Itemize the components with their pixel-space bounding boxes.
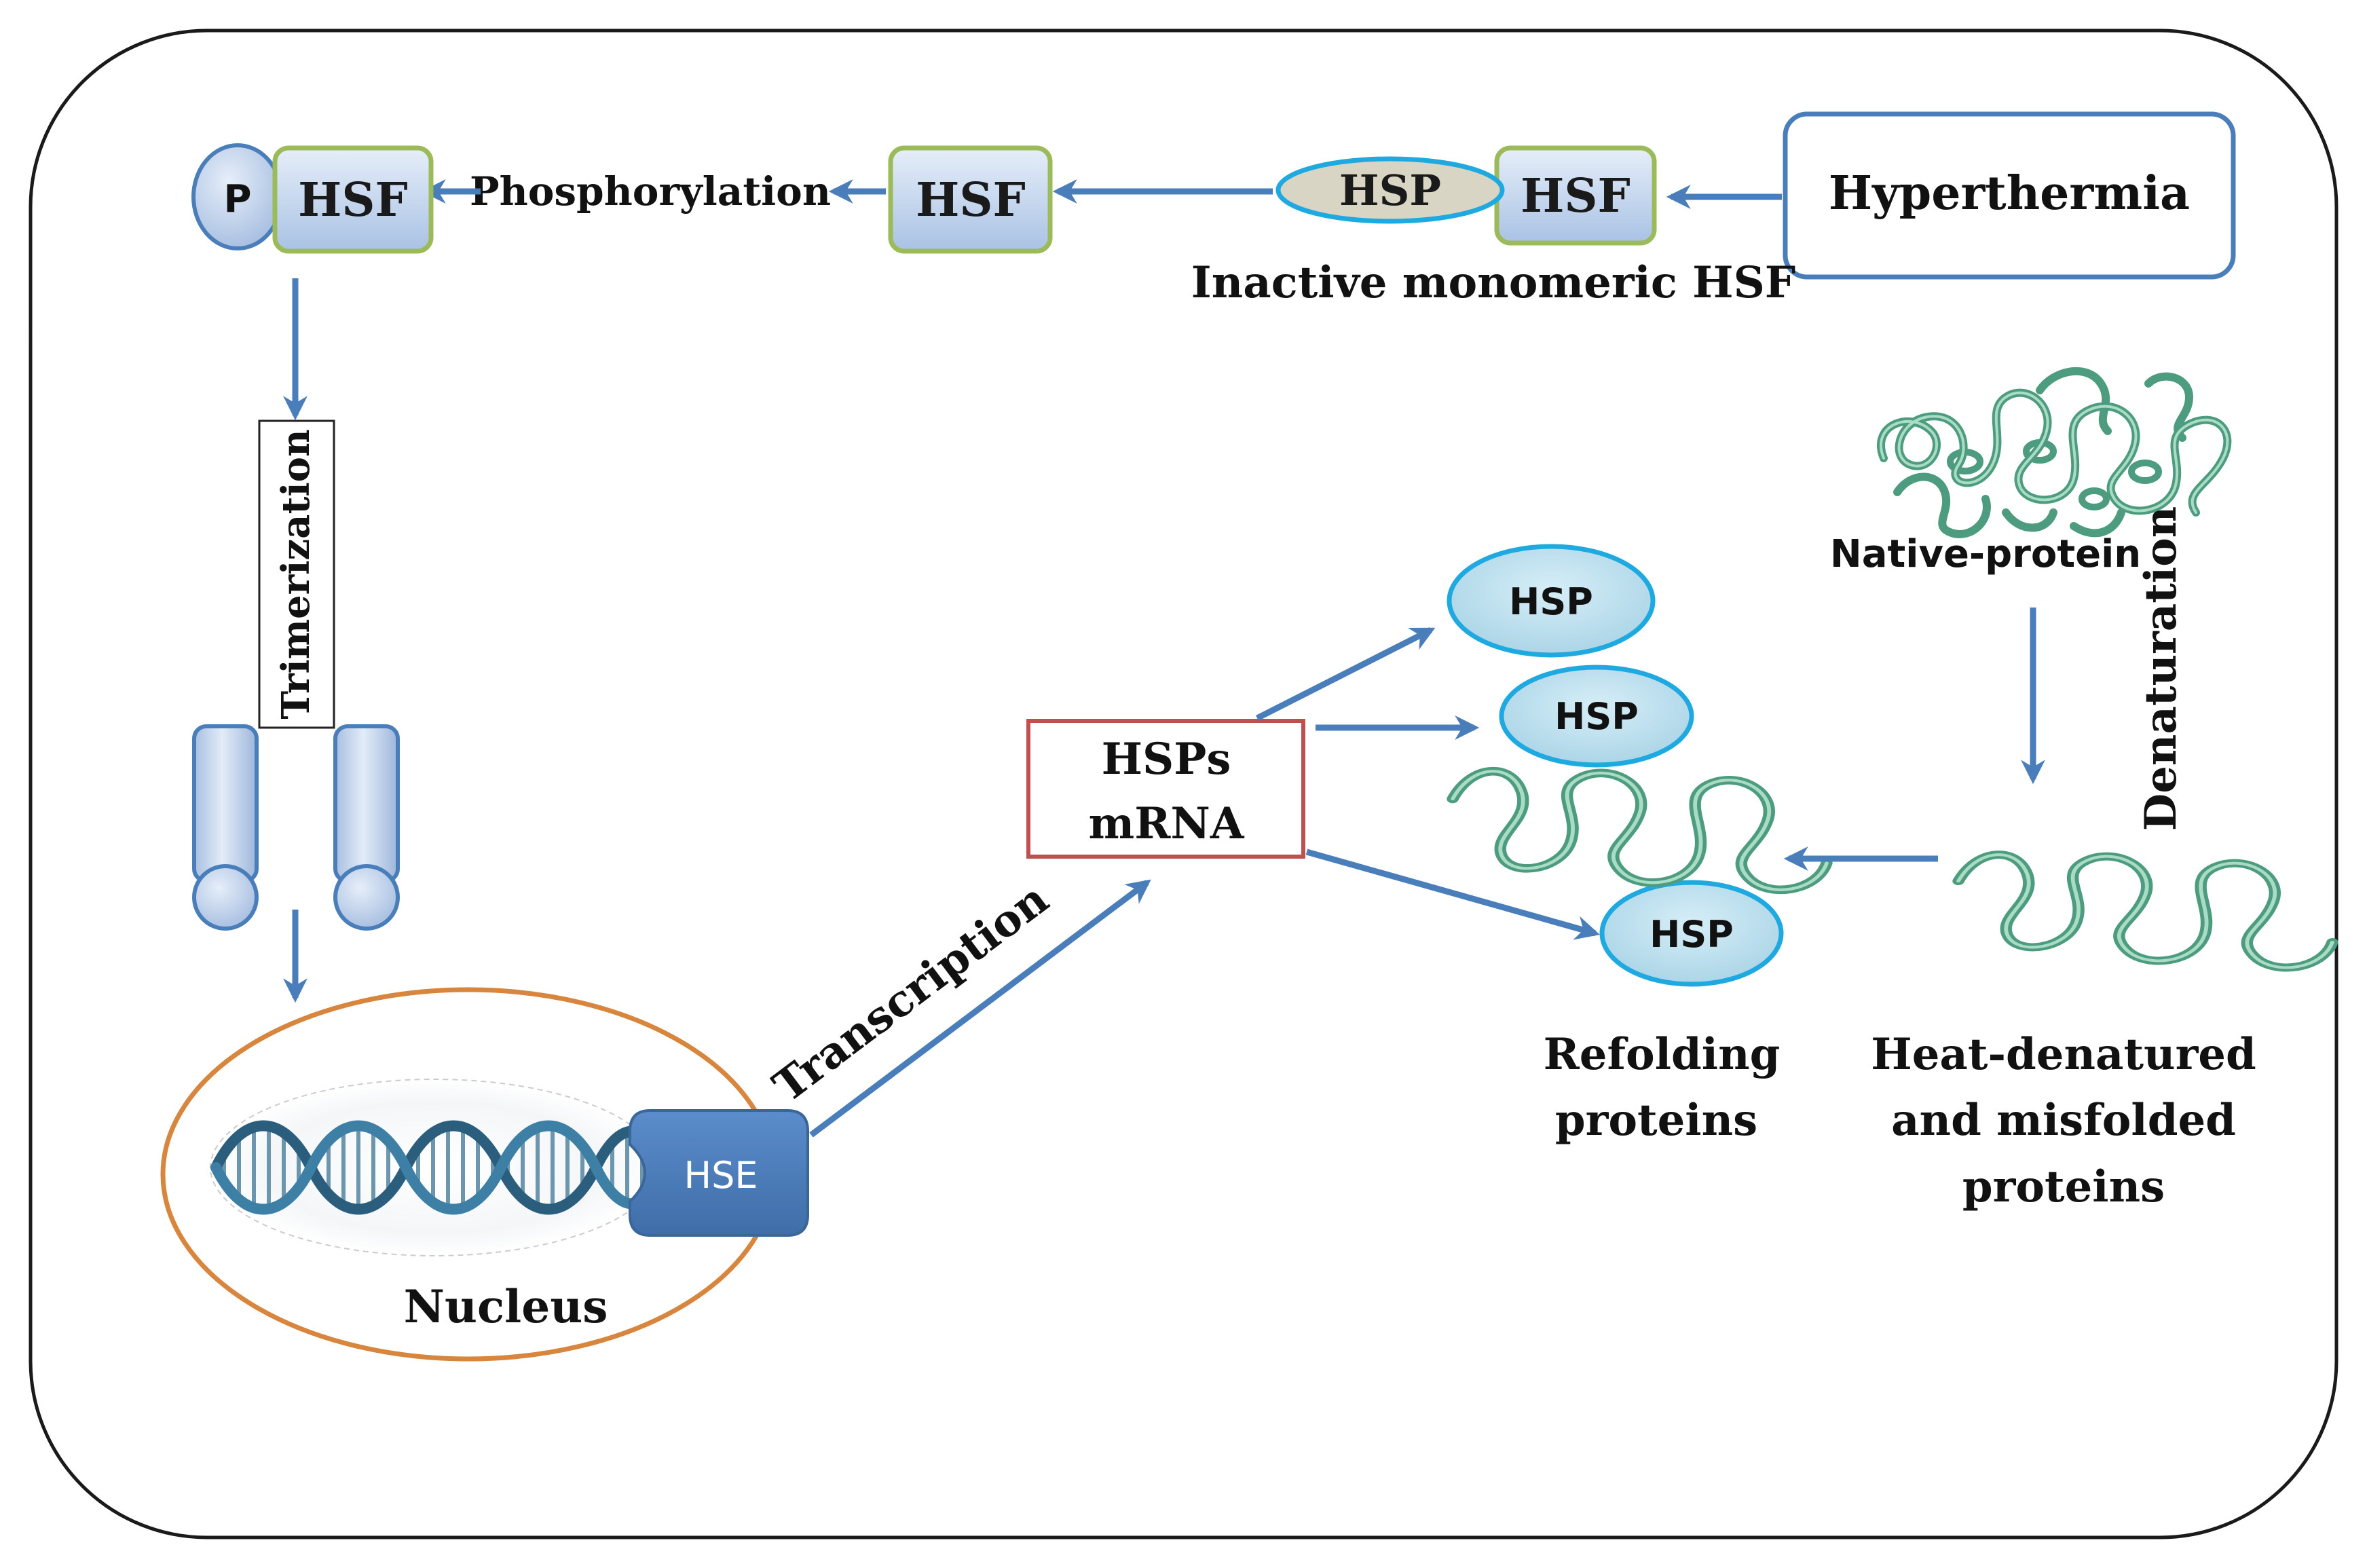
hsp-label-1: HSP	[1509, 580, 1593, 623]
arrow-mrna-to-hsp-3	[1305, 848, 1600, 940]
hsps-mrna-box	[1026, 719, 1305, 859]
hse-box	[629, 1109, 809, 1237]
heat-denatured-label-line3: proteins	[1962, 1161, 2165, 1212]
hyperthermia-box	[1783, 111, 2236, 280]
hsp-label-3: HSP	[1650, 913, 1734, 956]
heat-denatured-label-line2: and misfolded	[1891, 1095, 2236, 1146]
hse-label: HSE	[684, 1154, 758, 1197]
hsp-inactive-ellipse	[1275, 156, 1505, 224]
trimer-cylinder-left	[192, 724, 259, 931]
trimerization-label: Trimerization	[274, 429, 318, 719]
arrow-transcription	[809, 879, 1151, 1138]
hsp-ellipse-2	[1499, 665, 1694, 768]
trimer-cylinder-right	[333, 724, 400, 931]
trimerization-box	[258, 419, 335, 729]
denaturation-label: Denaturation	[2136, 506, 2186, 832]
hsf-phospho-label: HSF	[298, 173, 408, 227]
hsps-mrna-line1: HSPs	[1102, 734, 1231, 785]
dna-helix	[210, 1120, 676, 1215]
hsp-label-2: HSP	[1554, 695, 1639, 738]
hsf-phospho-box	[272, 145, 434, 254]
hsp-inactive-label: HSP	[1339, 166, 1441, 215]
phosphate-label: P	[223, 177, 251, 221]
hsp-ellipse-1	[1447, 544, 1656, 658]
refolding-label-line2: proteins	[1555, 1095, 1757, 1146]
hyperthermia-label: Hyperthermia	[1829, 166, 2190, 221]
hsf-inactive-label: HSF	[1521, 169, 1630, 223]
hsf-free-box	[888, 145, 1053, 254]
hsp-ellipse-3	[1599, 880, 1784, 987]
native-protein-structure	[1877, 367, 2232, 538]
hsps-mrna-line2: mRNA	[1088, 798, 1244, 849]
arrow-mrna-to-hsp-1	[1255, 627, 1436, 722]
phosphorylation-label: Phosphorylation	[470, 168, 831, 214]
inactive-monomeric-hsf-label: Inactive monomeric HSF	[1191, 257, 1795, 308]
heat-denatured-label-line1: Heat-denatured	[1871, 1029, 2256, 1080]
native-protein-label: Native-protein	[1830, 532, 2141, 576]
nucleus-label: Nucleus	[404, 1280, 608, 1333]
hsf-free-label: HSF	[916, 173, 1026, 227]
refolding-label-line1: Refolding	[1544, 1029, 1781, 1080]
